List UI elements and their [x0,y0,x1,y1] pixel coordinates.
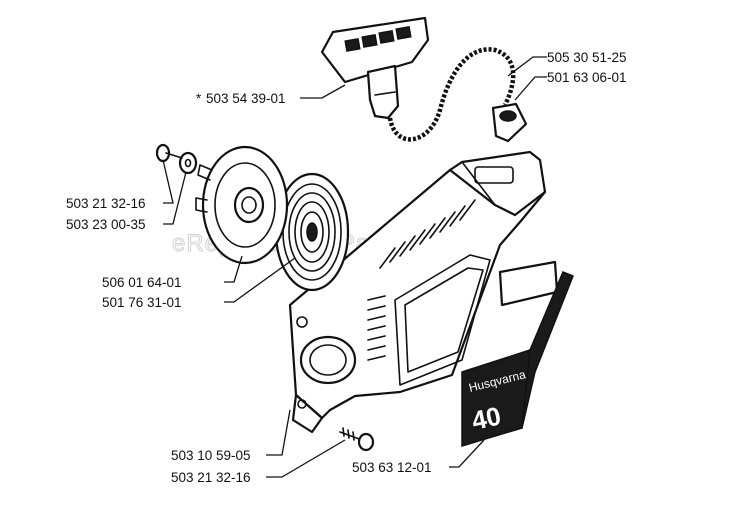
pulley-screw [155,143,183,163]
label-501-76-31-01: 501 76 31-01 [102,295,182,310]
label-506-01-64-01: 506 01 64-01 [102,275,182,290]
starter-handle [320,16,430,120]
decal-model: 40 [469,401,504,436]
recoil-spring [274,172,350,292]
pulley-washer [178,151,198,175]
label-503-23-00-35: 503 23 00-35 [66,217,146,232]
housing-screw [339,427,375,452]
label-503-54-39-01: 503 54 39-01 [206,91,286,106]
label-505-30-51-25: 505 30 51-25 [547,50,627,65]
label-503-21-32-16-top: 503 21 32-16 [66,196,146,211]
starter-housing [288,150,559,434]
label-501-63-06-01: 501 63 06-01 [547,70,627,85]
label-503-63-12-01: 503 63 12-01 [352,460,432,475]
starter-rope [387,47,516,142]
marker-503-54-39-01: * [196,91,202,106]
starter-pulley [195,145,289,265]
label-503-21-32-16-bottom: 503 21 32-16 [171,470,251,485]
leader-lines [162,56,547,478]
rope-guide [491,102,528,143]
label-503-10-59-05: 503 10 59-05 [171,448,251,463]
model-decal: Husqvarna 40 [461,271,574,448]
